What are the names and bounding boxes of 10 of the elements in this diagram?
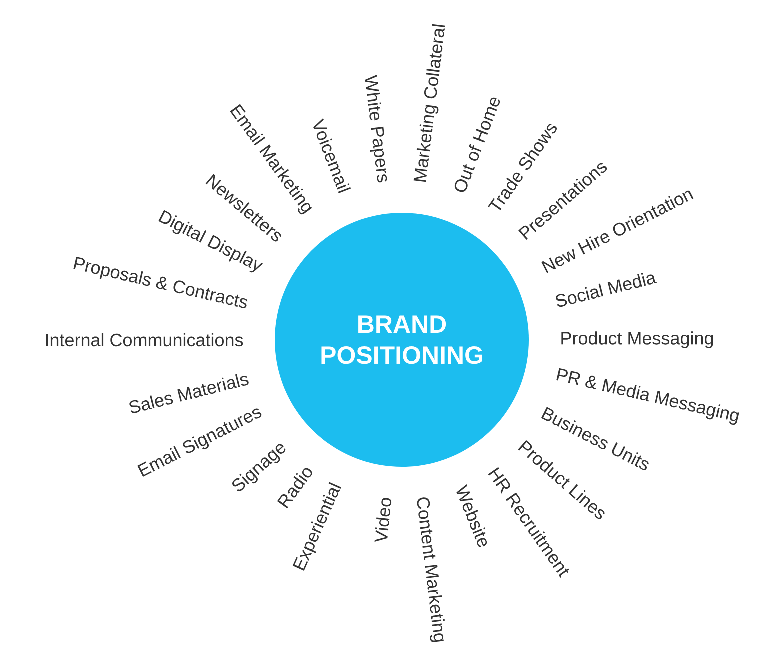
channel-label: Sales Materials [130, 374, 249, 414]
channel-label: White Papers [365, 74, 388, 183]
channel-label: Internal Communications [46, 333, 244, 347]
channel-label: Product Messaging [562, 332, 714, 348]
channel-label: Website [456, 484, 488, 548]
channel-label: Content Marketing [417, 498, 445, 642]
channel-label: Social Media [556, 273, 657, 307]
channel-label: Out of Home [454, 98, 500, 192]
channel-label: Video [374, 498, 392, 542]
channel-label: Marketing Collateral [414, 24, 446, 182]
